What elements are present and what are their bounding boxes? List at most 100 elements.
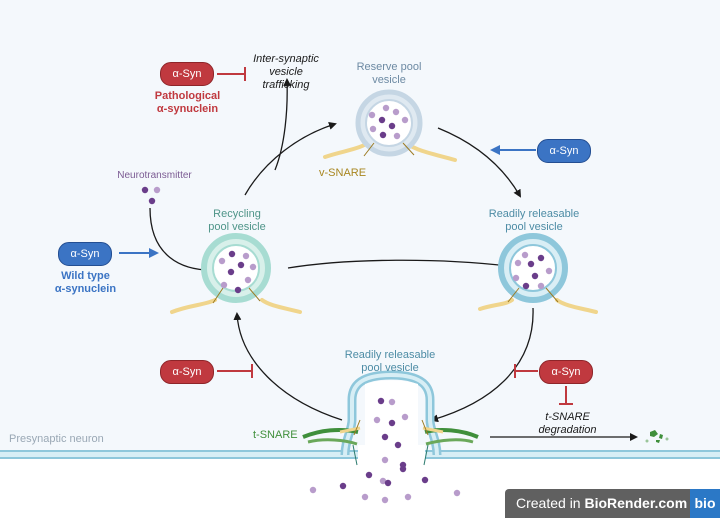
recycling-line2: pool vesicle <box>208 221 266 233</box>
rrp-right-line1: Readily releasable <box>488 208 580 220</box>
neurotransmitter-particle <box>382 104 390 112</box>
neurotransmitter-particle <box>368 111 376 119</box>
free-neurotransmitter-group <box>141 186 161 205</box>
rrp-right-label: Readily releasable pool vesicle <box>475 208 593 234</box>
neurotransmitter-particle <box>393 132 401 140</box>
neurotransmitter-particle <box>379 131 387 139</box>
neurotransmitter-particle <box>537 254 545 262</box>
pathological-alpha-syn-label: Pathological α-synuclein <box>140 90 235 116</box>
inhibit-docking <box>514 364 538 378</box>
inhibit-tsnare <box>559 386 573 405</box>
pathological-alpha-syn-pill: α-Syn <box>160 62 214 86</box>
neurotransmitter-particle <box>404 493 412 501</box>
neurotransmitter-particle <box>514 259 522 267</box>
neurotransmitter-label: Neurotransmitter <box>117 170 192 181</box>
wild-type-label-line1: Wild type <box>61 270 110 282</box>
pathological-label-line1: Pathological <box>154 90 221 102</box>
released-neurotransmitters <box>309 456 461 504</box>
neurotransmitter-particle <box>512 274 520 282</box>
recycling-pool-label: Recycling pool vesicle <box>191 208 283 234</box>
trafficking-label: Inter-synaptic vesicle trafficking <box>236 53 336 92</box>
rrp-bottom-line2: pool vesicle <box>361 362 419 374</box>
neurotransmitter-particle <box>141 186 149 194</box>
inhibit-recycling <box>217 364 253 378</box>
neurotransmitter-particle <box>394 441 402 449</box>
pathological-inhibit-trafficking <box>217 67 246 81</box>
neurotransmitter-particle <box>453 489 461 497</box>
neurotransmitter-particle <box>388 398 396 406</box>
neurotransmitter-particle <box>379 477 387 485</box>
wt-alpha-syn-pill-right: α-Syn <box>537 139 591 163</box>
neurotransmitter-particle <box>227 268 235 276</box>
neurotransmitter-particle <box>381 496 389 504</box>
trafficking-line3: trafficking <box>262 79 310 91</box>
docked-to-recycling-arrow <box>233 312 343 421</box>
wild-type-alpha-syn-pill: α-Syn <box>58 242 112 266</box>
neurotransmitter-particle <box>228 250 236 258</box>
reserve-pool-label: Reserve pool vesicle <box>339 61 439 87</box>
neurotransmitter-particle <box>237 261 245 269</box>
degradation-line2: degradation <box>538 424 597 436</box>
recycling-to-reserve-arrow <box>244 121 337 196</box>
recycling-to-rrp-arrow <box>287 259 510 270</box>
reserve-to-rrp-arrow <box>437 127 521 198</box>
biorender-logo-icon: bio <box>690 489 720 518</box>
neurotransmitter-particle <box>242 252 250 260</box>
t-snare-label: t-SNARE <box>253 429 298 441</box>
neurotransmitter-particle <box>373 416 381 424</box>
fusing-vesicle <box>302 370 479 466</box>
v-snare-label: v-SNARE <box>319 167 367 179</box>
neurotransmitter-particle <box>522 282 530 290</box>
recycling-vesicle-contents <box>218 250 257 294</box>
neurotransmitter-particle <box>381 433 389 441</box>
t-snare-degradation-label: t-SNARE degradation <box>525 411 610 437</box>
degraded-tsnare-fragments <box>645 430 669 443</box>
badge-brand: BioRender.com <box>584 495 688 511</box>
neurotransmitter-particle <box>361 493 369 501</box>
biorender-badge[interactable]: Created in BioRender.com bio <box>505 489 720 518</box>
neurotransmitter-particle <box>365 471 373 479</box>
neurotransmitter-particle <box>545 267 553 275</box>
inhibit-docking-alpha-syn-pill: α-Syn <box>539 360 593 384</box>
neurotransmitter-particle <box>401 413 409 421</box>
to-trafficking-arrow <box>274 78 292 171</box>
neurotransmitter-particle <box>388 419 396 427</box>
recycling-line1: Recycling <box>213 208 261 220</box>
trafficking-line2: vesicle <box>269 66 303 78</box>
reserve-line1: Reserve pool <box>356 61 422 73</box>
presynaptic-membrane <box>0 450 720 459</box>
neurotransmitter-particle <box>401 116 409 124</box>
neurotransmitter-particle <box>381 456 389 464</box>
wild-type-alpha-syn-label: Wild type α-synuclein <box>38 270 133 296</box>
degradation-line1: t-SNARE <box>545 411 590 423</box>
wild-type-label-line2: α-synuclein <box>54 283 117 295</box>
readily-releasable-vesicle <box>478 233 598 314</box>
neurotransmitter-particle <box>309 486 317 494</box>
reserve-line2: vesicle <box>372 74 406 86</box>
reserve-pool-vesicle <box>323 89 457 162</box>
biorender-badge-text: Created in BioRender.com <box>505 489 690 518</box>
neurotransmitter-particle <box>537 282 545 290</box>
neurotransmitter-particle <box>218 257 226 265</box>
neurotransmitter-particle <box>339 482 347 490</box>
rrp-bottom-line1: Readily releasable <box>344 349 436 361</box>
rrp-bottom-label: Readily releasable pool vesicle <box>331 349 449 375</box>
neurotransmitter-particle <box>148 197 156 205</box>
neurotransmitter-particle <box>421 476 429 484</box>
presynaptic-neuron-label: Presynaptic neuron <box>9 433 104 445</box>
neurotransmitter-particle <box>388 122 396 130</box>
rrp-to-docked-arrow <box>430 307 534 423</box>
neurotransmitter-particle <box>399 465 407 473</box>
neurotransmitter-particle <box>521 251 529 259</box>
neurotransmitter-particle <box>378 116 386 124</box>
neurotransmitter-particle <box>369 125 377 133</box>
fusing-vesicle-contents <box>373 397 409 449</box>
neurotransmitter-particle <box>392 108 400 116</box>
inhibit-recycling-alpha-syn-pill: α-Syn <box>160 360 214 384</box>
neurotransmitter-particle <box>153 186 161 194</box>
pathological-label-line2: α-synuclein <box>156 103 219 115</box>
neurotransmitter-particle <box>377 397 385 405</box>
rrp-right-line2: pool vesicle <box>505 221 563 233</box>
neurotransmitter-particle <box>244 276 252 284</box>
